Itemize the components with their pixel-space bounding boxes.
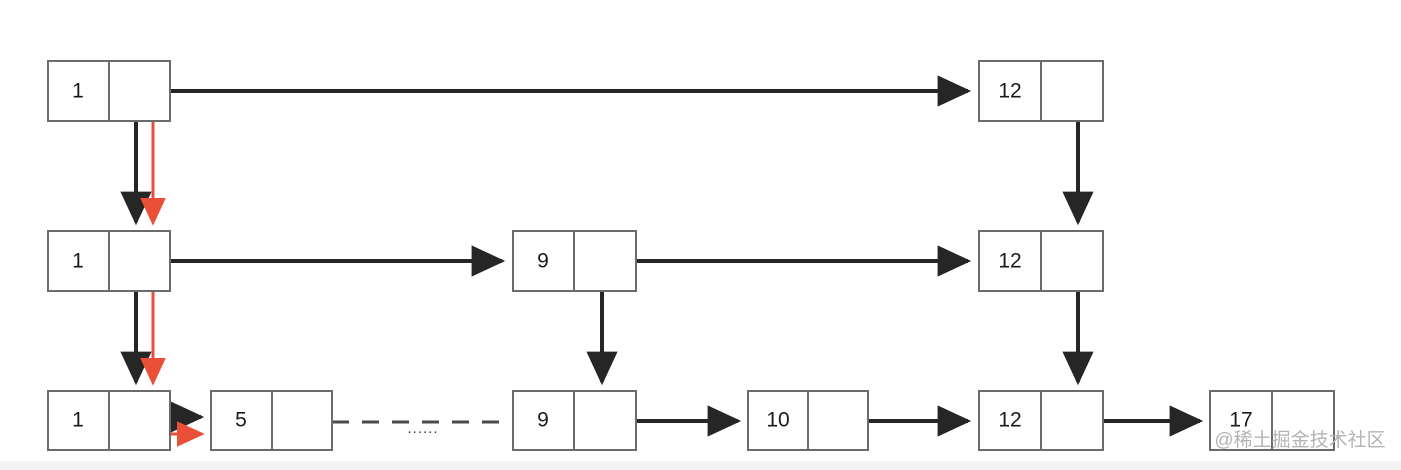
- node-bottom-17[interactable]: 17: [1209, 390, 1335, 451]
- level-top-nodes: 1 12: [47, 60, 1104, 122]
- node-bottom-10[interactable]: 10: [747, 390, 869, 451]
- node-value: 10: [766, 409, 789, 432]
- node-bottom-9[interactable]: 9: [512, 390, 637, 451]
- level-middle-nodes: 1 9 12: [47, 230, 1104, 292]
- node-mid-9[interactable]: 9: [512, 230, 637, 292]
- node-value: 12: [998, 250, 1021, 273]
- watermark-label: @稀土掘金技术社区: [1214, 429, 1385, 451]
- node-value: 12: [998, 409, 1021, 432]
- node-value: 1: [72, 80, 84, 103]
- level-bottom-nodes: 1 5 9 10 12: [47, 390, 1335, 451]
- node-value: 1: [72, 250, 84, 273]
- node-mid-12[interactable]: 12: [978, 230, 1104, 292]
- node-bottom-12[interactable]: 12: [978, 390, 1104, 451]
- vertical-links-group: [120, 121, 1094, 386]
- bottom-strip: [0, 461, 1401, 470]
- horizontal-links-group: [153, 75, 1204, 447]
- node-top-1[interactable]: 1: [47, 60, 171, 122]
- node-mid-1[interactable]: 1: [47, 230, 171, 292]
- node-value: 1: [72, 409, 84, 432]
- node-bottom-5[interactable]: 5: [210, 390, 333, 451]
- node-value: 17: [1229, 409, 1252, 432]
- ellipsis-label: ......: [407, 420, 438, 437]
- node-value: 9: [537, 250, 549, 273]
- node-bottom-1[interactable]: 1: [47, 390, 171, 451]
- node-value: 5: [235, 409, 247, 432]
- node-top-12[interactable]: 12: [978, 60, 1104, 122]
- node-value: 9: [537, 409, 549, 432]
- node-value: 12: [998, 80, 1021, 103]
